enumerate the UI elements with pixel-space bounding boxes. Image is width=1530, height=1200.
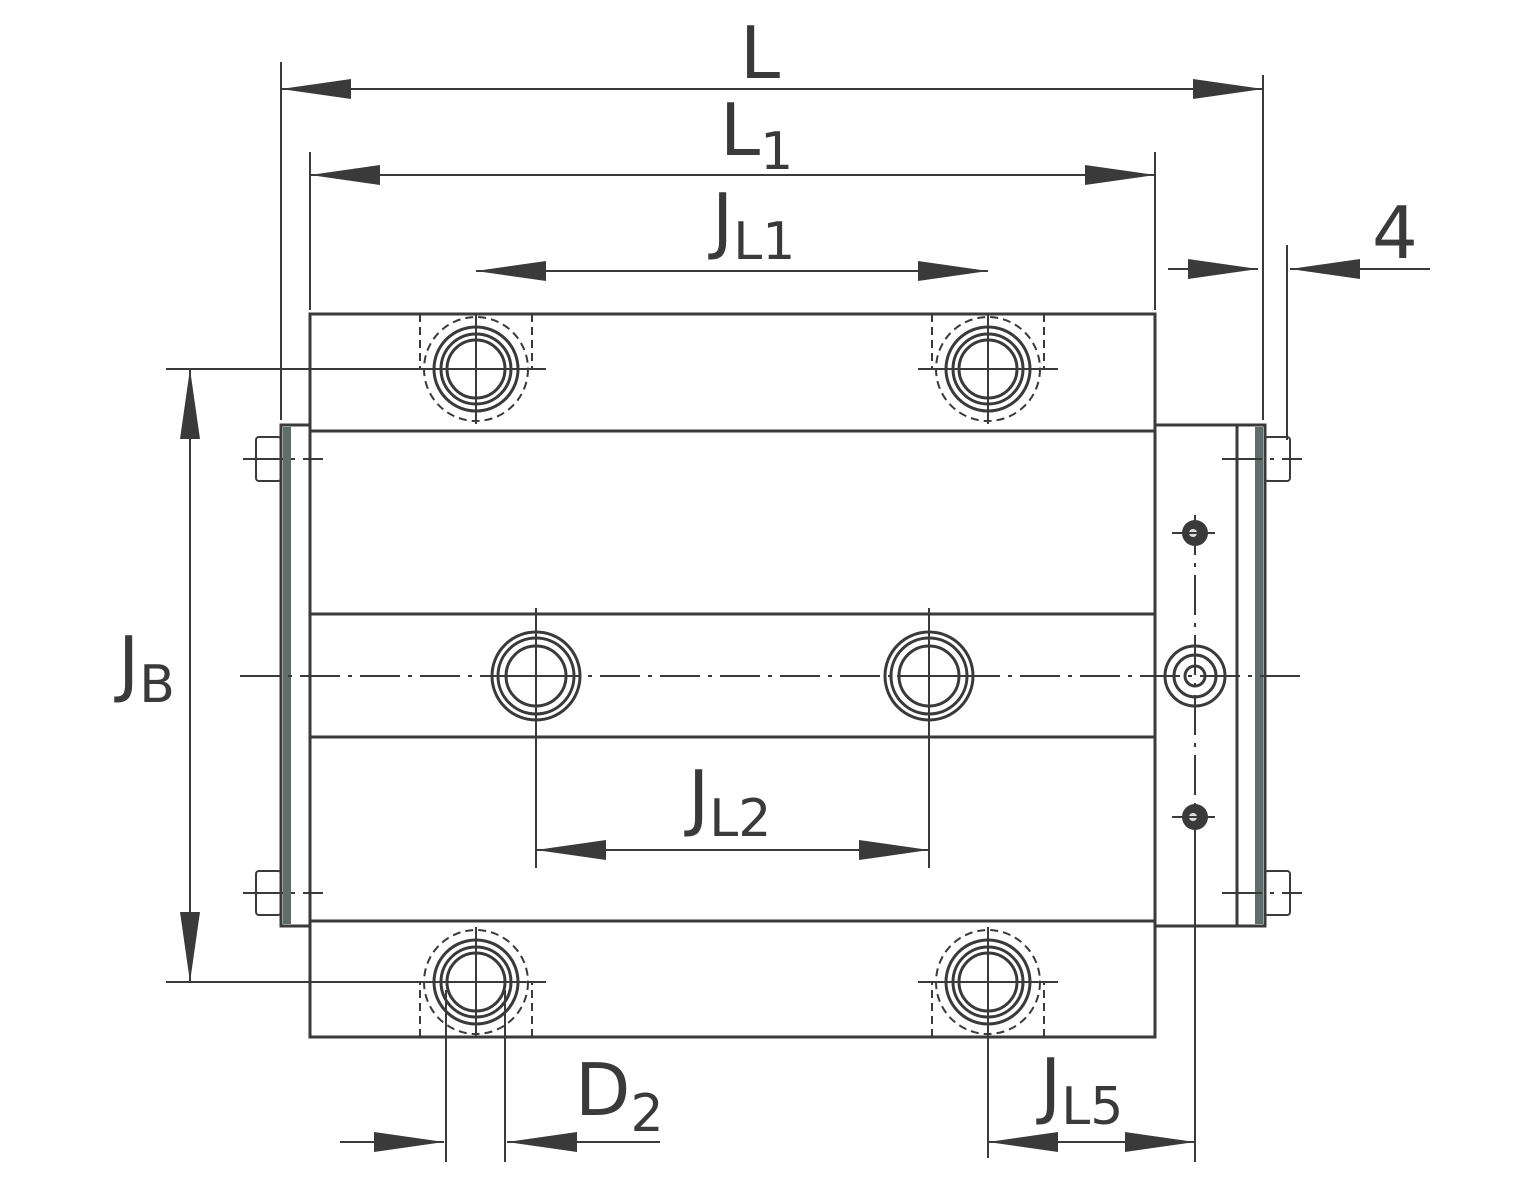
dim-label-L1: L1 (720, 88, 793, 182)
dim-label-4: 4 (1372, 191, 1418, 275)
dim-label-D2: D2 (575, 1048, 664, 1144)
dim-label-JL5: JL5 (1036, 1043, 1123, 1137)
dim-label-JL1: JL1 (708, 178, 795, 272)
end-screws (243, 436, 1302, 916)
dim-label-JL2: JL2 (684, 755, 771, 849)
dim-label-JB: JB (114, 621, 175, 715)
extension-lines (166, 62, 1288, 1162)
lube-fitting (1163, 644, 1227, 708)
dim-label-L: L (740, 11, 780, 95)
lube-plugs (1172, 520, 1215, 830)
dimension-lines (180, 78, 1430, 1152)
